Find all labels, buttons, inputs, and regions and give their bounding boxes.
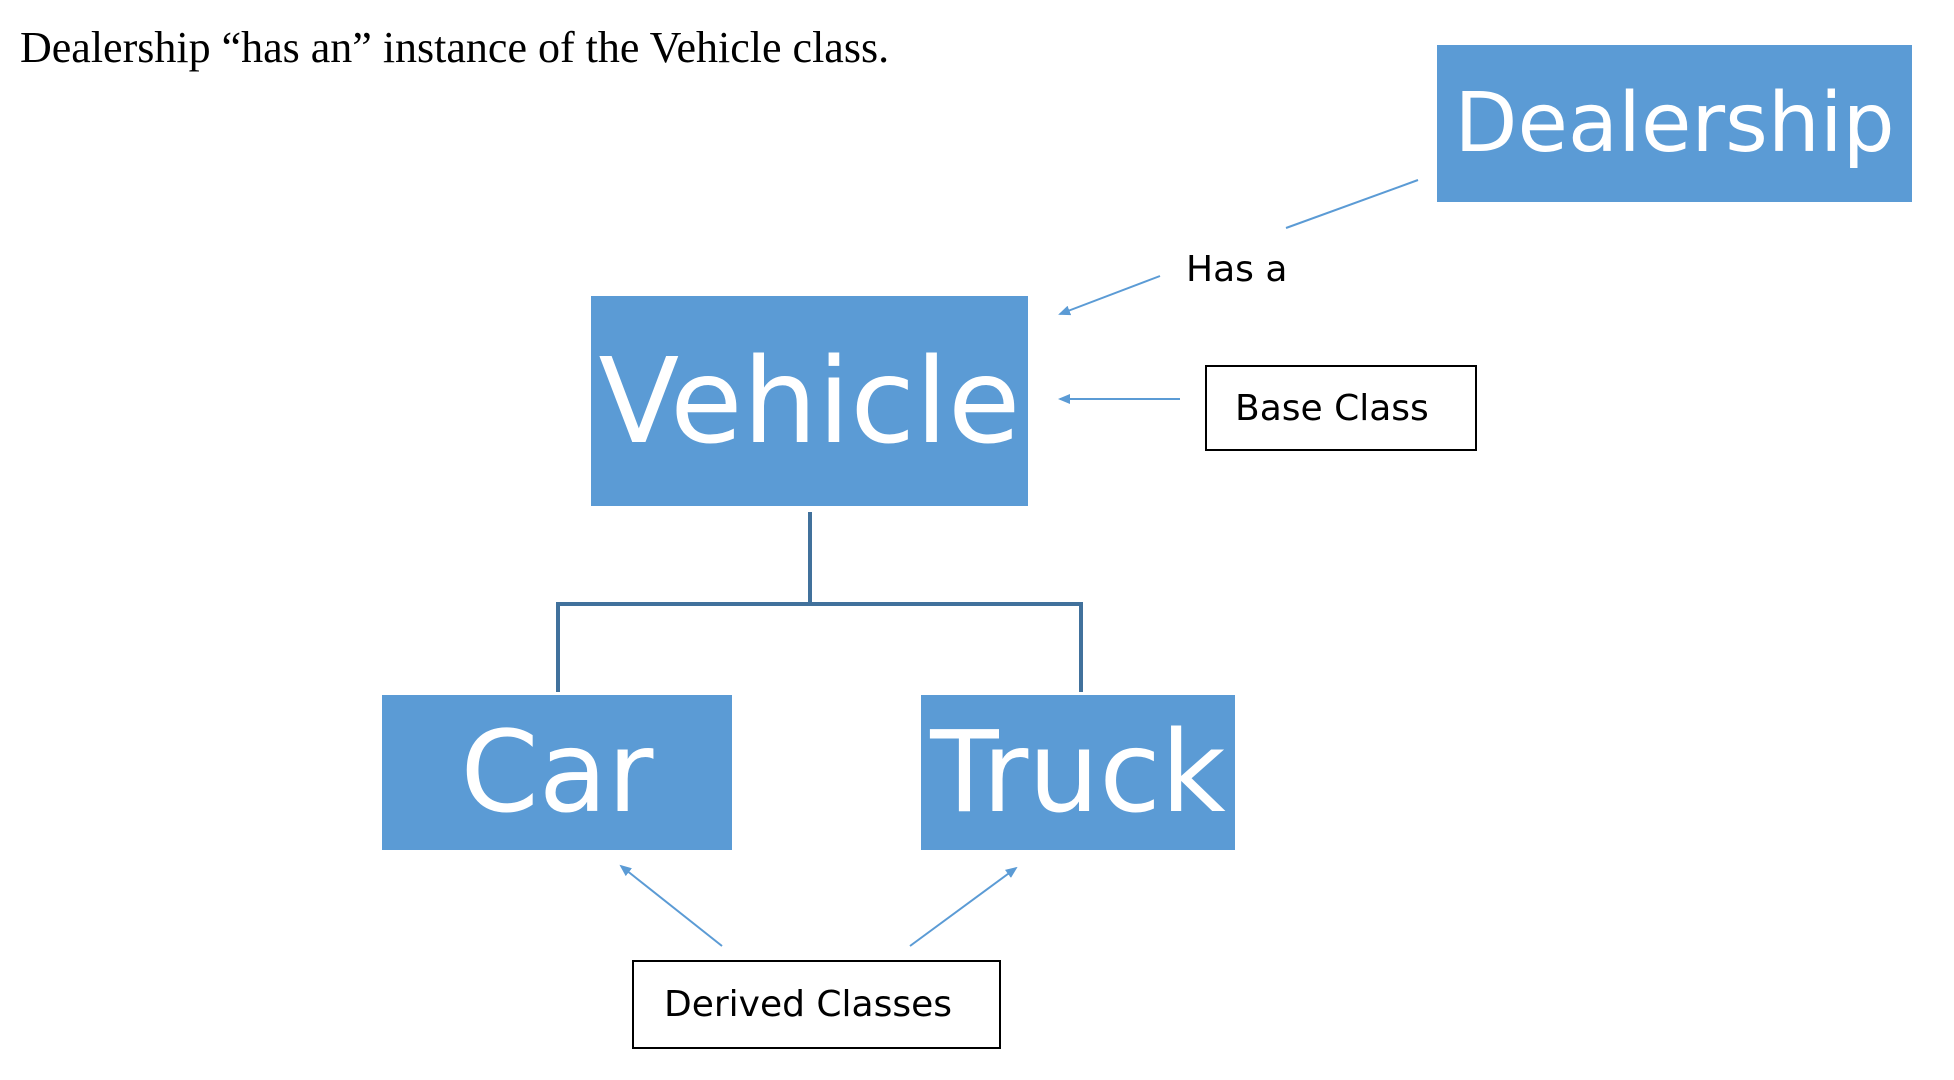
dealership-box: Dealership xyxy=(1437,45,1912,202)
truck-box: Truck xyxy=(921,695,1235,850)
base-class-label-box: Base Class xyxy=(1205,365,1477,451)
vehicle-box: Vehicle xyxy=(591,296,1028,506)
has-a-arrow xyxy=(1058,275,1161,316)
dealership-link-line xyxy=(1285,179,1419,229)
base-class-label: Base Class xyxy=(1235,387,1429,429)
car-box: Car xyxy=(382,695,732,850)
caption-text: Dealership “has an” instance of the Vehi… xyxy=(20,23,890,72)
derived-truck-arrow xyxy=(909,866,1018,947)
derived-car-arrow xyxy=(619,864,723,947)
has-a-label: Has a xyxy=(1186,249,1288,290)
derived-classes-label: Derived Classes xyxy=(664,984,953,1025)
derived-classes-label-box: Derived Classes xyxy=(632,960,1001,1049)
